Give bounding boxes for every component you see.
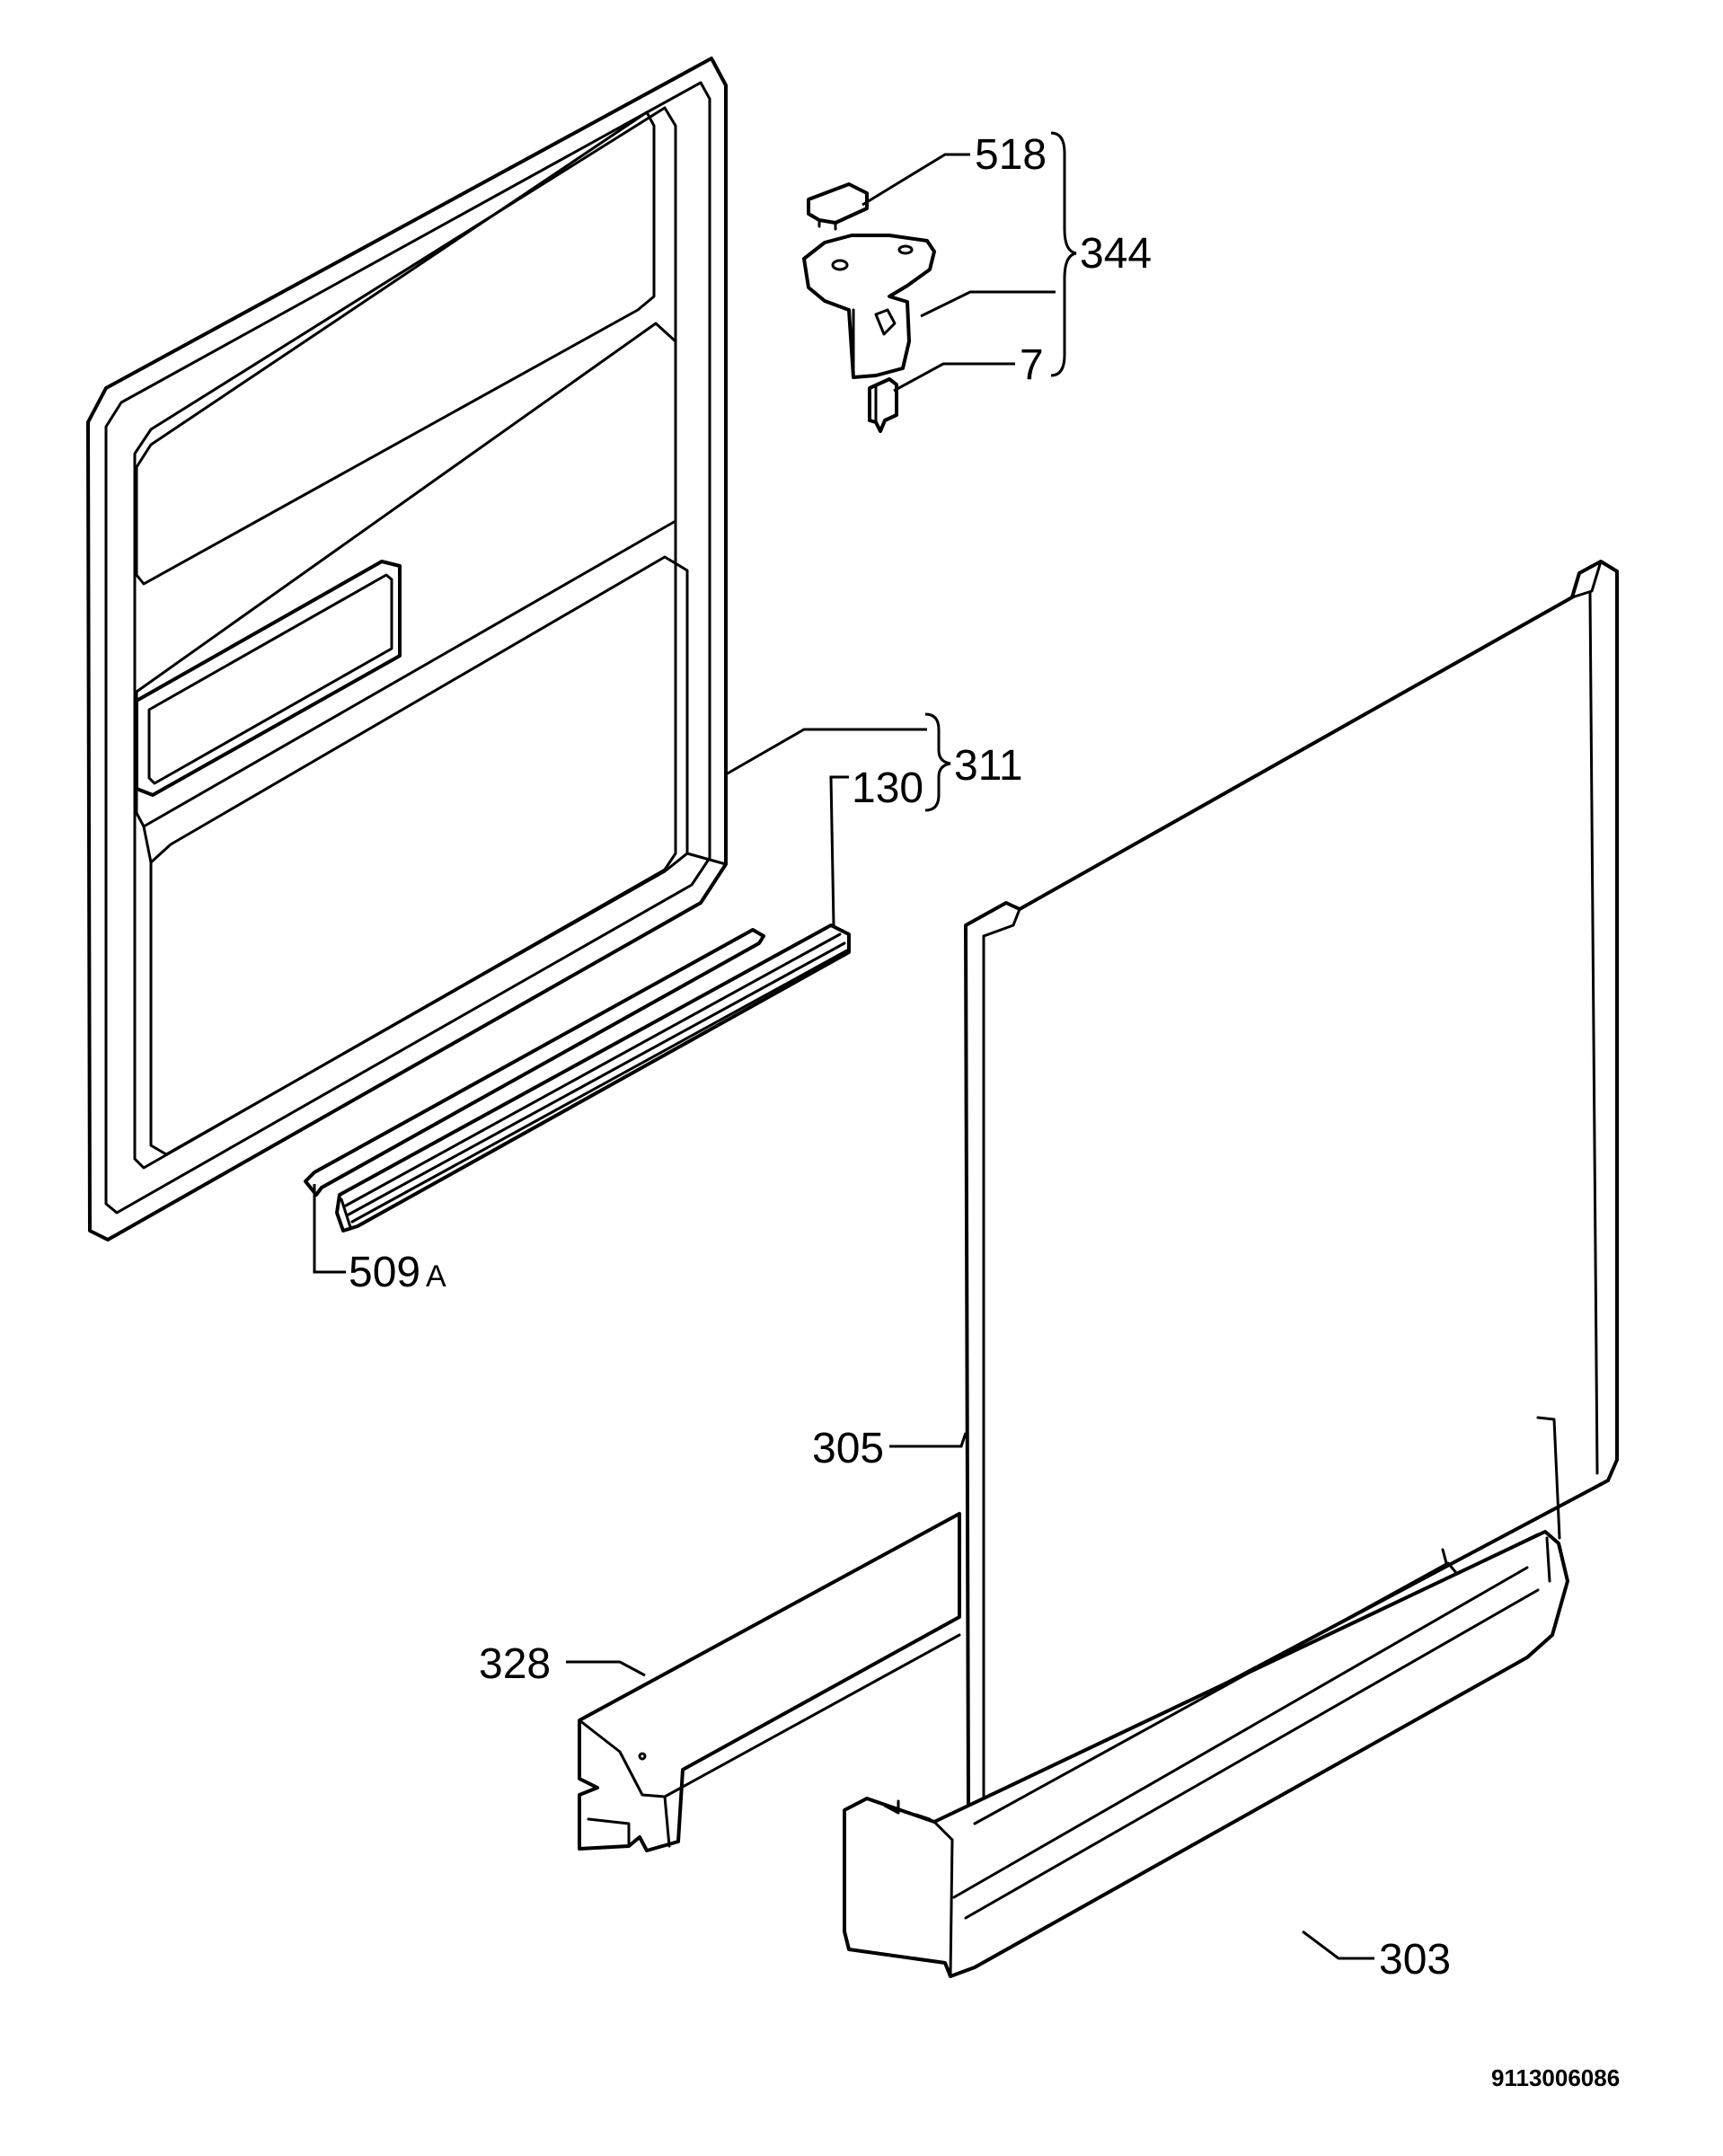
- plinth-kick-panel: [843, 1416, 1569, 1978]
- door-latch-assembly: [802, 182, 936, 433]
- base-support-rail: [578, 1512, 961, 1852]
- label-344: 344: [1080, 230, 1152, 278]
- label-305: 305: [812, 1425, 884, 1472]
- leader-lines: [313, 131, 1374, 1960]
- label-509-suffix: A: [426, 1259, 446, 1294]
- inner-door-panel: [86, 57, 728, 1241]
- label-130: 130: [852, 764, 923, 812]
- door-gasket-strips: [304, 923, 851, 1233]
- drawing-code: 9113006086: [1491, 2064, 1620, 2091]
- label-303: 303: [1379, 1936, 1451, 1984]
- label-328: 328: [479, 1640, 551, 1688]
- label-7: 7: [1020, 341, 1044, 389]
- label-509: 509: [349, 1249, 420, 1296]
- label-518: 518: [975, 131, 1047, 179]
- outer-door-panel: [964, 560, 1619, 1816]
- label-311: 311: [954, 742, 1023, 790]
